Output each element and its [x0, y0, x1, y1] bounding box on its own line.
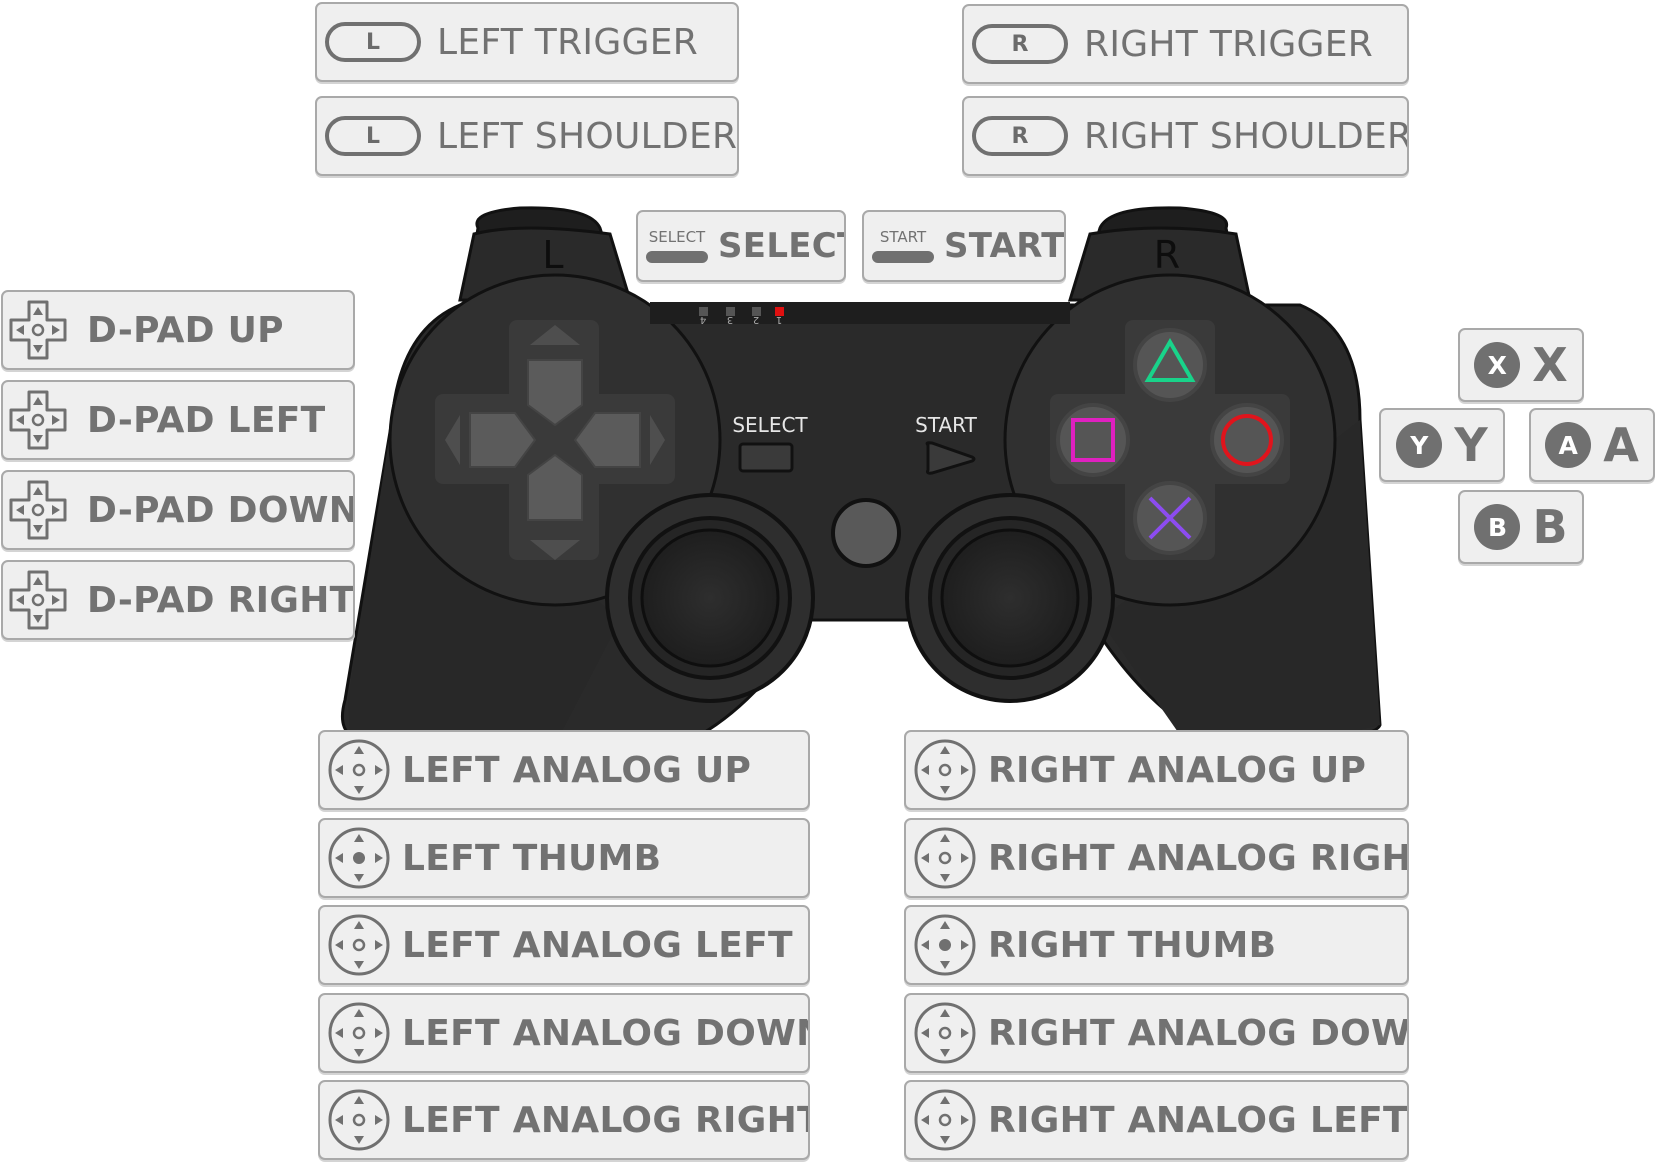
face-y-text: Y [1454, 418, 1488, 472]
shoulder-left-letter: L [542, 233, 563, 277]
select-text: SELECT [718, 226, 844, 266]
stick-label-text: RIGHT ANALOG LEFT [988, 1099, 1408, 1141]
analog-stick-icon [328, 827, 390, 889]
dpad-label-text: D-PAD LEFT [87, 399, 326, 441]
left-trigger-label: L LEFT TRIGGER [315, 2, 739, 82]
player-led [726, 307, 735, 316]
player-led-number: 4 [700, 314, 706, 325]
triangle-button [1133, 328, 1207, 402]
right-shoulder-text: RIGHT SHOULDER [1084, 115, 1409, 157]
controller-start-label: START [915, 413, 977, 437]
player-led-number: 1 [776, 314, 782, 325]
player-led [775, 307, 784, 316]
dpad-label-d-pad-right: D-PAD RIGHT [1, 560, 355, 640]
dpad-label-d-pad-left: D-PAD LEFT [1, 380, 355, 460]
start-key-caption: START [879, 227, 927, 246]
right-analog-stick [905, 493, 1115, 703]
select-button [738, 442, 794, 473]
right-trigger-label: R RIGHT TRIGGER [962, 4, 1409, 84]
analog-stick-icon [328, 1002, 390, 1064]
stick-label-right-analog-down: RIGHT ANALOG DOWN [904, 993, 1409, 1073]
y-badge-icon: Y [1396, 422, 1443, 468]
dpad-icon [9, 480, 67, 540]
stick-label-left-analog-right: LEFT ANALOG RIGHT [318, 1080, 810, 1160]
right-shoulder-label: R RIGHT SHOULDER [962, 96, 1409, 176]
dpad-label-d-pad-up: D-PAD UP [1, 290, 355, 370]
stick-label-text: RIGHT ANALOG RIGHT [988, 837, 1409, 879]
analog-stick-icon [914, 1002, 976, 1064]
stick-label-text: LEFT ANALOG DOWN [402, 1012, 810, 1054]
stick-label-left-analog-up: LEFT ANALOG UP [318, 730, 810, 810]
face-a-label: A A [1529, 408, 1655, 482]
dpad-label-text: D-PAD DOWN [87, 489, 355, 531]
face-y-label: Y Y [1379, 408, 1505, 482]
stick-label-text: RIGHT ANALOG DOWN [988, 1012, 1409, 1054]
stick-label-left-analog-down: LEFT ANALOG DOWN [318, 993, 810, 1073]
stick-label-right-thumb: RIGHT THUMB [904, 905, 1409, 985]
analog-stick-icon [328, 1089, 390, 1151]
player-led-number: 3 [727, 314, 733, 325]
start-label: START START [862, 210, 1066, 282]
l-key-icon: L [325, 116, 421, 156]
stick-label-left-thumb: LEFT THUMB [318, 818, 810, 898]
select-key-caption: SELECT [648, 227, 706, 246]
square-button [1056, 403, 1130, 477]
b-badge-icon: B [1474, 504, 1521, 550]
led-strip [650, 302, 1070, 324]
analog-stick-icon [914, 1089, 976, 1151]
stick-label-left-analog-left: LEFT ANALOG LEFT [318, 905, 810, 985]
home-button [831, 498, 901, 568]
dpad-icon [9, 390, 67, 450]
player-led [752, 307, 761, 316]
start-key-icon [872, 250, 934, 263]
dpad-label-d-pad-down: D-PAD DOWN [1, 470, 355, 550]
dpad-icon [9, 570, 67, 630]
stick-label-text: LEFT ANALOG UP [402, 749, 752, 791]
stick-label-text: RIGHT ANALOG UP [988, 749, 1367, 791]
face-b-text: B [1532, 500, 1568, 554]
controller-select-label: SELECT [732, 413, 808, 437]
select-key-icon [646, 250, 708, 263]
face-a-text: A [1603, 418, 1639, 472]
r-key-icon: R [972, 116, 1068, 156]
left-trigger-text: LEFT TRIGGER [437, 21, 699, 63]
stick-label-text: LEFT THUMB [402, 837, 662, 879]
player-led-number: 2 [753, 314, 759, 325]
select-label: SELECT SELECT [636, 210, 846, 282]
face-b-label: B B [1458, 490, 1584, 564]
stick-label-right-analog-up: RIGHT ANALOG UP [904, 730, 1409, 810]
player-led [699, 307, 708, 316]
face-x-text: X [1532, 338, 1568, 392]
x-badge-icon: X [1474, 342, 1521, 388]
analog-stick-icon [914, 914, 976, 976]
dpad-label-text: D-PAD RIGHT [87, 579, 355, 621]
l-key-icon: L [325, 22, 421, 62]
start-button [925, 441, 976, 475]
dpad-icon [9, 300, 67, 360]
shoulder-right-letter: R [1154, 233, 1180, 277]
cross-button [1133, 481, 1207, 555]
left-shoulder-text: LEFT SHOULDER [437, 115, 738, 157]
analog-stick-icon [328, 739, 390, 801]
circle-button [1210, 403, 1284, 477]
start-text: START [944, 226, 1065, 266]
face-x-label: X X [1458, 328, 1584, 402]
stick-label-text: LEFT ANALOG LEFT [402, 924, 793, 966]
dpad-label-text: D-PAD UP [87, 309, 284, 351]
left-shoulder-label: L LEFT SHOULDER [315, 96, 739, 176]
r-key-icon: R [972, 24, 1068, 64]
a-badge-icon: A [1545, 422, 1592, 468]
analog-stick-icon [328, 914, 390, 976]
right-trigger-text: RIGHT TRIGGER [1084, 23, 1374, 65]
player-leds: 4 3 2 1 [699, 307, 784, 325]
stick-label-right-analog-right: RIGHT ANALOG RIGHT [904, 818, 1409, 898]
stick-label-text: RIGHT THUMB [988, 924, 1277, 966]
stick-label-right-analog-left: RIGHT ANALOG LEFT [904, 1080, 1409, 1160]
left-analog-stick [605, 493, 815, 703]
analog-stick-icon [914, 827, 976, 889]
analog-stick-icon [914, 739, 976, 801]
stick-label-text: LEFT ANALOG RIGHT [402, 1099, 810, 1141]
